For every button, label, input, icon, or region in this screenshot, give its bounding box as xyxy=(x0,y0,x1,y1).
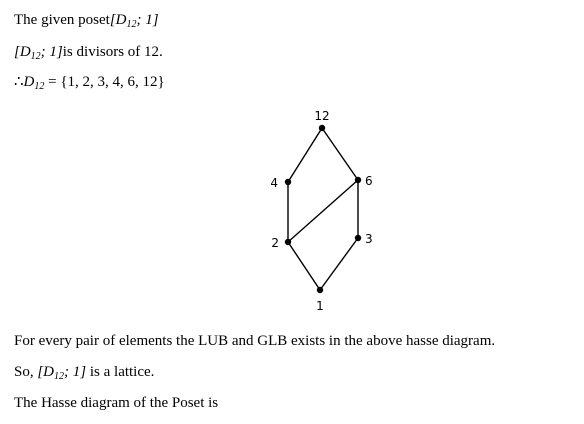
node-label-2: 2 xyxy=(271,236,279,250)
node-4 xyxy=(284,178,292,186)
poset-notation: [D12; 1] xyxy=(14,44,63,62)
divisors-line: [D12; 1]is divisors of 12. xyxy=(14,43,163,66)
hasse-nodes: 12 4 6 2 3 1 xyxy=(270,109,372,313)
node-3 xyxy=(354,234,362,242)
poset-notation: [D12; 1] xyxy=(37,364,87,382)
poset-notation-tail: ; 1] xyxy=(64,364,87,380)
therefore-symbol: ∴ xyxy=(14,74,24,90)
node-label-1: 1 xyxy=(316,299,324,313)
poset-intro-text: The given poset xyxy=(14,12,110,28)
poset-notation-base: [D xyxy=(109,12,127,28)
set-definition-line: ∴D12 = {1, 2, 3, 4, 6, 12} xyxy=(14,73,165,96)
conclusion-suffix: is a lattice. xyxy=(86,364,155,380)
poset-notation-subscript: 12 xyxy=(30,51,41,62)
poset-notation: [D12; 1] xyxy=(109,12,159,30)
lub-glb-statement: For every pair of elements the LUB and G… xyxy=(14,333,496,349)
divisors-text: is divisors of 12. xyxy=(62,44,163,60)
node-2 xyxy=(284,238,292,246)
node-6 xyxy=(354,176,362,184)
poset-notation-subscript: 12 xyxy=(126,19,137,30)
edge-12-4 xyxy=(287,127,323,183)
edge-2-1 xyxy=(287,241,321,291)
poset-notation-tail: ; 1] xyxy=(40,44,63,60)
edge-12-6 xyxy=(321,127,359,181)
edge-3-1 xyxy=(319,237,359,291)
set-name-subscript: 12 xyxy=(34,81,45,92)
poset-notation-subscript: 12 xyxy=(54,371,65,382)
lattice-conclusion-line: So, [D12; 1] is a lattice. xyxy=(14,363,154,386)
node-1 xyxy=(316,286,324,294)
conclusion-prefix: So, xyxy=(14,364,38,380)
set-name-base: D xyxy=(23,74,35,90)
poset-intro-line: The given poset[D12; 1] xyxy=(14,11,159,34)
node-label-6: 6 xyxy=(365,174,373,188)
node-label-4: 4 xyxy=(270,176,278,190)
node-label-3: 3 xyxy=(365,232,373,246)
set-name: D12 xyxy=(23,74,45,92)
node-label-12: 12 xyxy=(314,109,329,123)
edge-6-2 xyxy=(287,179,359,243)
set-elements: = {1, 2, 3, 4, 6, 12} xyxy=(44,74,165,90)
hasse-caption-line: The Hasse diagram of the Poset is xyxy=(14,395,219,411)
node-12 xyxy=(318,124,326,132)
poset-notation-base: [D xyxy=(14,44,31,60)
poset-notation-base: [D xyxy=(37,364,55,380)
poset-notation-tail: ; 1] xyxy=(136,12,159,28)
hasse-edges xyxy=(287,127,359,291)
